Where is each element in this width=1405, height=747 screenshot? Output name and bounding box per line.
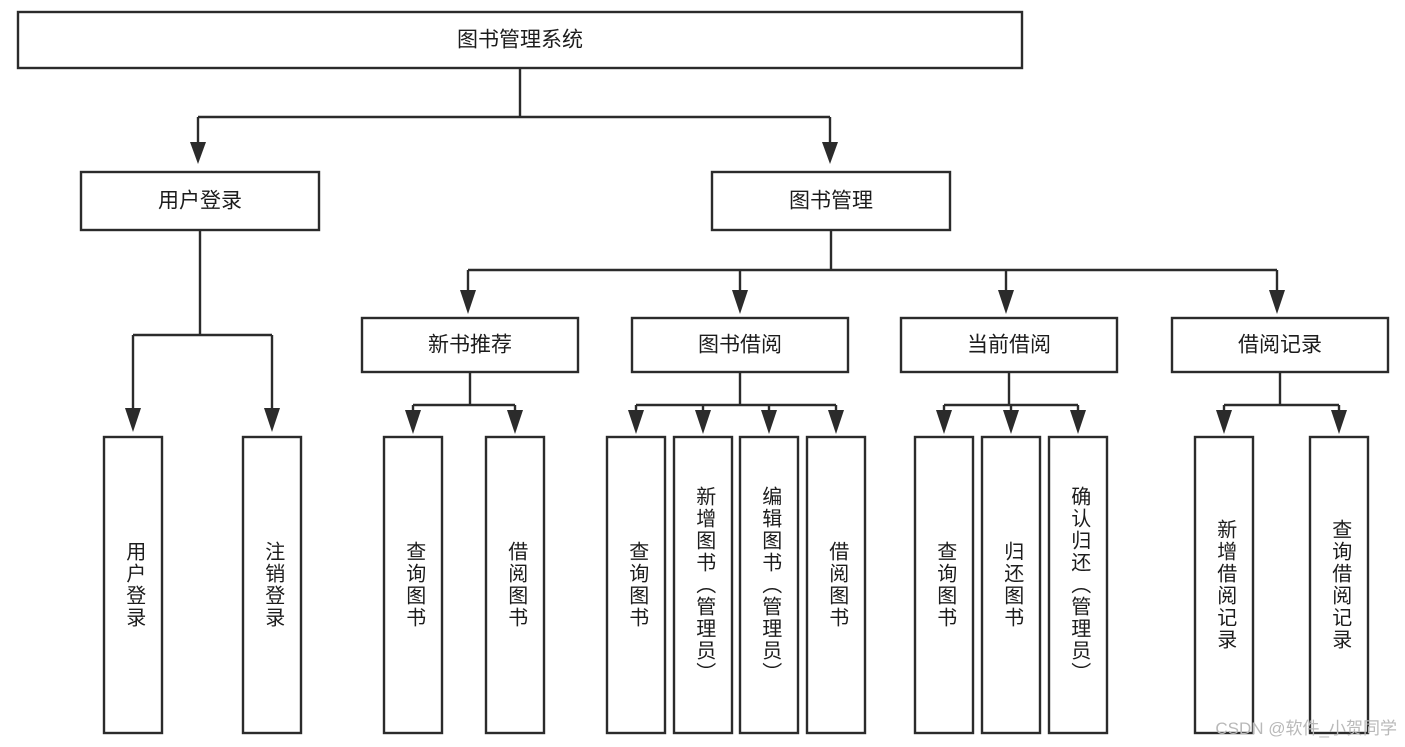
leaf-box-query-borrow-record[interactable] [1308,435,1370,735]
connector-book-management-to-level3 [460,230,1285,314]
arrow-head-icon [628,410,644,434]
new-book-recommend-box [360,316,580,374]
leaf-box-query-book-rec[interactable] [382,435,444,735]
borrow-record-label: 借阅记录 [1238,334,1322,357]
arrow-head-icon [405,410,421,434]
arrow-head-icon [125,408,141,432]
leaf-box-borrow-book-rec[interactable] [484,435,546,735]
root-label: 图书管理系统 [457,29,583,52]
leaf-box-query-book-borrow[interactable] [605,435,667,735]
leaf-box-user-login[interactable] [102,435,164,735]
connector-new-book-recommend-to-leaves [405,372,523,434]
arrow-head-icon [264,408,280,432]
node-user-login[interactable]: 用户登录 [79,170,321,232]
arrow-head-icon [732,290,748,314]
arrow-head-icon [998,290,1014,314]
connector-current-borrow-to-leaves [936,372,1086,434]
node-book-borrow[interactable]: 图书借阅 [630,316,850,374]
book-borrow-label: 图书借阅 [698,334,782,357]
user-login-label: 用户登录 [158,190,242,213]
leaf-box-add-borrow-record[interactable] [1193,435,1255,735]
connector-root-to-level2 [190,68,838,164]
leaf-box-return-book[interactable] [980,435,1042,735]
root-box [16,10,1024,70]
arrow-head-icon [761,410,777,434]
arrow-head-icon [1216,410,1232,434]
leaf-box-logout[interactable] [241,435,303,735]
arrow-head-icon [1003,410,1019,434]
arrow-head-icon [460,290,476,314]
leaf-box-confirm-return-admin[interactable] [1047,435,1109,735]
node-book-management[interactable]: 图书管理 [710,170,952,232]
arrow-head-icon [695,410,711,434]
arrow-head-icon [828,410,844,434]
current-borrow-label: 当前借阅 [967,334,1051,357]
user-login-box [79,170,321,232]
leaf-box-edit-book-admin[interactable] [738,435,800,735]
arrow-head-icon [1269,290,1285,314]
connector-book-borrow-to-leaves [628,372,844,434]
node-current-borrow[interactable]: 当前借阅 [899,316,1119,374]
connector-user-login-to-leaves [125,230,280,432]
connector-borrow-record-to-leaves [1216,372,1347,434]
new-book-recommend-label: 新书推荐 [428,334,512,357]
node-root[interactable]: 图书管理系统 [16,10,1024,70]
watermark: CSDN @软件_小贺同学 [1215,719,1397,738]
arrow-head-icon [936,410,952,434]
book-management-label: 图书管理 [789,190,873,213]
node-borrow-record[interactable]: 借阅记录 [1170,316,1390,374]
arrow-head-icon [507,410,523,434]
leaf-box-borrow-book[interactable] [805,435,867,735]
arrow-head-icon [190,142,206,164]
current-borrow-box [899,316,1119,374]
arrow-head-icon [822,142,838,164]
leaf-box-add-book-admin[interactable] [672,435,734,735]
arrow-head-icon [1070,410,1086,434]
arrow-head-icon [1331,410,1347,434]
leaf-box-query-book-current[interactable] [913,435,975,735]
node-new-book-recommend[interactable]: 新书推荐 [360,316,580,374]
